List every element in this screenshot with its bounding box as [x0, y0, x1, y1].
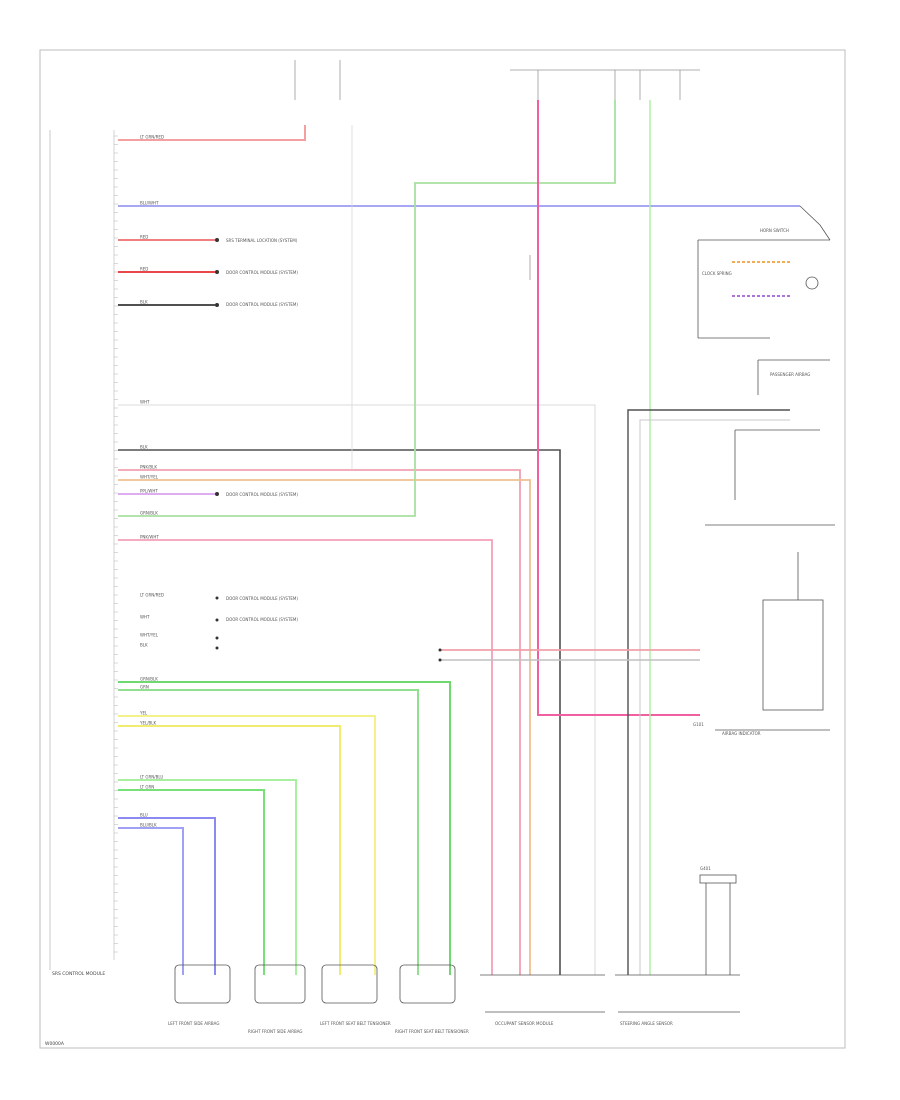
left-front-side-airbag-box — [174, 964, 231, 1004]
wire-label: BLU/WHT — [140, 201, 159, 206]
wire-label: WHT — [140, 400, 150, 405]
ground-g401-box — [699, 874, 737, 884]
right-label-horn: HORN SWITCH — [760, 228, 789, 233]
bottom-label-4: RIGHT FRONT SEAT BELT TENSIONER — [395, 1029, 469, 1034]
wire-orange-1 — [118, 479, 531, 975]
wire-label: BLK — [140, 643, 148, 648]
wire-label: PNK/WHT — [140, 535, 159, 540]
wire-label: GRN/BLK — [140, 677, 158, 682]
wire-label: LT GRN/RED — [140, 593, 164, 598]
wire-label: BLU/BLK — [140, 823, 157, 828]
wire-label: BLK — [140, 445, 148, 450]
wire-label: WHT/YEL — [140, 475, 159, 480]
wire-label: WHT — [140, 615, 150, 620]
callout-dots — [215, 238, 442, 662]
wire-label: RED — [140, 235, 148, 240]
bottom-label-3: LEFT FRONT SEAT BELT TENSIONER — [320, 1021, 391, 1026]
callout-label: DOOR CONTROL MODULE (SYSTEM) — [226, 492, 298, 497]
right-components — [697, 205, 835, 731]
wire-yellow-b — [118, 725, 341, 975]
wire-dark-right-1 — [627, 409, 790, 975]
callout-label: DOOR CONTROL MODULE (SYSTEM) — [226, 270, 298, 275]
left-module-label: SRS CONTROL MODULE — [52, 971, 105, 977]
right-label-passenger: PASSENGER AIRBAG — [770, 372, 810, 377]
connector-pin-ticks — [114, 135, 118, 953]
right-front-seatbelt-tensioner-box — [399, 964, 456, 1004]
wire-pink-1 — [118, 469, 521, 975]
wire-label: GRN/BLK — [140, 511, 158, 516]
wire-label: PNK/BLK — [140, 465, 157, 470]
bottom-components — [174, 874, 740, 1013]
top-connector-stubs — [294, 60, 700, 280]
right-label-clockspring: CLOCK SPRING — [702, 271, 732, 276]
wire-label: LT GRN/RED — [140, 135, 164, 140]
wire-pink-main — [537, 100, 700, 716]
left-wire-labels: LT GRN/RED BLU/WHT RED RED BLK WHT BLK PNK/BLK W… — [139, 135, 164, 828]
wire-label: WHT/YEL — [140, 633, 159, 638]
wire-green-d — [118, 789, 265, 975]
ground-label-g401: G401 — [700, 866, 711, 871]
left-front-seatbelt-tensioner-box — [321, 964, 378, 1004]
callout-label: DOOR CONTROL MODULE (SYSTEM) — [226, 302, 298, 307]
ground-label-g101: G101 — [693, 722, 704, 727]
callout-labels: SRS TERMINAL LOCATION (SYSTEM) DOOR CONTR… — [226, 238, 298, 622]
bottom-module-label-1: OCCUPANT SENSOR MODULE — [495, 1021, 554, 1026]
bottom-module-label-2: STEERING ANGLE SENSOR — [620, 1021, 673, 1026]
wire-label: LT GRN — [140, 785, 154, 790]
passenger-airbag-icon — [805, 276, 819, 290]
wire-green-1 — [118, 100, 616, 517]
wire-gray-1 — [118, 404, 596, 975]
wire-dark-2 — [118, 449, 561, 975]
wire-yellow-a — [118, 715, 376, 975]
wire-pink-2 — [118, 539, 493, 975]
wire-blue-a — [118, 817, 216, 975]
bottom-label-1: LEFT FRONT SIDE AIRBAG — [168, 1021, 219, 1026]
diagram-frame — [39, 49, 846, 1049]
bottom-label-2: RIGHT FRONT SIDE AIRBAG — [248, 1029, 303, 1034]
wire-green-a — [118, 681, 451, 975]
callout-label: DOOR CONTROL MODULE (SYSTEM) — [226, 617, 298, 622]
right-front-side-airbag-box — [254, 964, 306, 1004]
wire-label: GRN — [140, 685, 149, 690]
wire-red-top — [118, 125, 306, 141]
wire-label: YEL/BLK — [139, 721, 157, 726]
wire-label: PPL/WHT — [140, 489, 158, 494]
right-label-indicator: AIRBAG INDICATOR — [722, 731, 761, 736]
callout-label: DOOR CONTROL MODULE (SYSTEM) — [226, 596, 298, 601]
wire-green-b — [118, 689, 419, 975]
wire-gray-right-2 — [639, 419, 790, 975]
wire-label: YEL — [139, 711, 148, 716]
callout-label: SRS TERMINAL LOCATION (SYSTEM) — [226, 238, 298, 243]
wire-green-c — [118, 779, 297, 975]
corner-tag: W0000A — [45, 1041, 65, 1047]
wire-label: BLU — [140, 813, 148, 818]
wire-label: RED — [140, 267, 148, 272]
wire-label: LT GRN/BLU — [140, 775, 163, 780]
wire-blue-b — [118, 827, 184, 975]
wire-label: BLK — [140, 300, 148, 305]
